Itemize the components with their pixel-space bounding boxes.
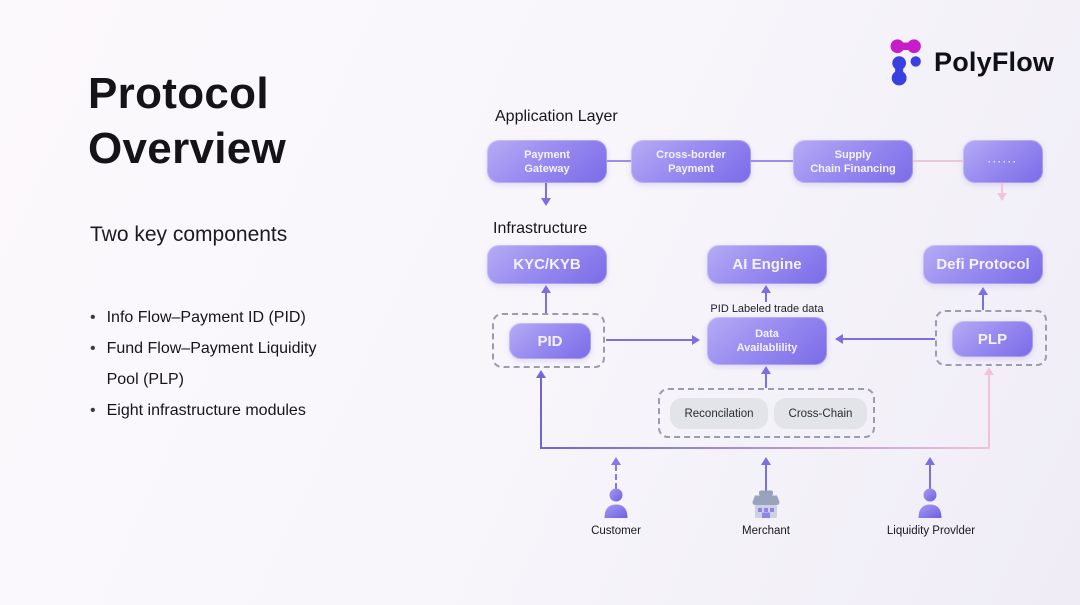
- connector-line: [913, 160, 963, 162]
- bullet-dot: •: [90, 309, 96, 326]
- key-components-list: • Info Flow–Payment ID (PID) • Fund Flow…: [90, 302, 390, 426]
- cross-chain-pill: Cross-Chain: [774, 398, 867, 429]
- arrow-down-icon: [541, 198, 551, 206]
- customer-person-icon: [604, 488, 628, 518]
- lp-arrow-line: [929, 465, 931, 498]
- defi-protocol-box: Defi Protocol: [923, 245, 1043, 284]
- plp-box: PLP: [952, 321, 1033, 357]
- modules-dashed-container: Reconcilation Cross-Chain: [658, 388, 875, 438]
- arrow-right-icon: [692, 335, 700, 345]
- bullet-dot: •: [90, 402, 96, 419]
- page-subtitle: Two key components: [90, 223, 288, 246]
- merchant-label: Merchant: [742, 525, 790, 537]
- brand-name: PolyFlow: [934, 46, 1055, 77]
- arrow-line: [606, 339, 694, 341]
- connector-line: [607, 160, 631, 162]
- arrow-up-icon: [536, 370, 546, 378]
- arrow-line: [765, 292, 767, 302]
- connector-line: [751, 160, 793, 162]
- reconciliation-pill: Reconcilation: [670, 398, 768, 429]
- page-title: Protocol Overview: [88, 69, 287, 173]
- polyflow-logo-icon: [890, 39, 921, 86]
- arrow-up-icon: [978, 287, 988, 295]
- bus-left-stem: [540, 377, 542, 449]
- bus-bottom-line: [540, 447, 990, 449]
- cross-border-payment-box: Cross-border Payment: [631, 140, 751, 183]
- pid-dashed-container: PID: [492, 313, 605, 368]
- plp-dashed-container: PLP: [935, 310, 1047, 366]
- list-item: • Eight infrastructure modules: [90, 395, 390, 426]
- data-availability-box: Data Availablility: [707, 317, 827, 365]
- liquidity-provider-person-icon: [918, 488, 942, 518]
- pid-box: PID: [509, 323, 591, 359]
- merchant-arrow-line: [765, 465, 767, 500]
- brand-logo: PolyFlow: [886, 38, 1054, 86]
- ai-engine-box: AI Engine: [707, 245, 827, 284]
- liquidity-provider-label: Liquidity Provlder: [886, 525, 976, 537]
- arrow-line: [765, 373, 767, 388]
- list-item: • Info Flow–Payment ID (PID): [90, 302, 390, 333]
- arrow-line: [1001, 183, 1003, 194]
- customer-arrow-line: [615, 465, 617, 498]
- kyc-kyb-box: KYC/KYB: [487, 245, 607, 284]
- arrow-up-icon: [761, 457, 771, 465]
- list-item: • Fund Flow–Payment Liquidity Pool (PLP): [90, 333, 390, 395]
- infrastructure-label: Infrastructure: [493, 220, 588, 237]
- arrow-up-icon: [984, 367, 994, 375]
- application-layer-label: Application Layer: [495, 108, 618, 125]
- supply-chain-financing-box: Supply Chain Financing: [793, 140, 913, 183]
- arrow-line: [843, 338, 935, 340]
- pid-trade-data-annotation: PID Labeled trade data: [710, 303, 824, 315]
- arrow-up-icon: [541, 285, 551, 293]
- more-apps-box: ······: [963, 140, 1043, 183]
- list-item-text: Fund Flow–Payment Liquidity Pool (PLP): [106, 340, 317, 388]
- merchant-store-icon: [752, 490, 780, 518]
- arrow-up-icon: [761, 285, 771, 293]
- list-item-text: Eight infrastructure modules: [106, 402, 306, 419]
- arrow-up-icon: [925, 457, 935, 465]
- arrow-down-icon: [997, 193, 1007, 201]
- arrow-up-icon: [611, 457, 621, 465]
- arrow-line: [545, 183, 547, 199]
- bullet-dot: •: [90, 340, 96, 357]
- arrow-left-icon: [835, 334, 843, 344]
- arrow-up-icon: [761, 366, 771, 374]
- bus-right-stem: [988, 374, 990, 449]
- arrow-line: [982, 294, 984, 310]
- customer-label: Customer: [591, 525, 641, 537]
- arrow-line: [545, 292, 547, 313]
- payment-gateway-box: Payment Gateway: [487, 140, 607, 183]
- list-item-text: Info Flow–Payment ID (PID): [106, 309, 306, 326]
